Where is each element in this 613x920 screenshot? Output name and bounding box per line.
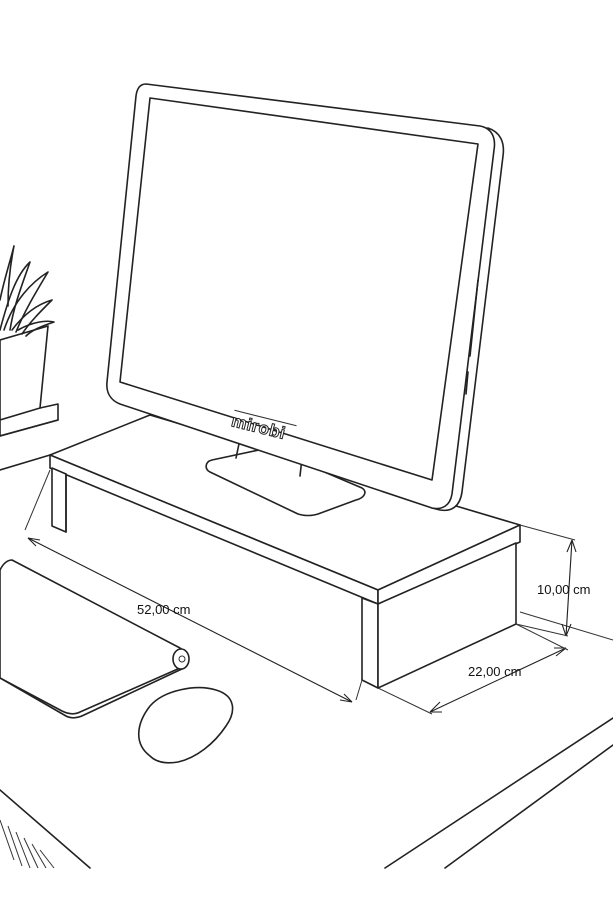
dimension-width-label: 52,00 cm [137,602,190,617]
keyboard [0,559,190,719]
drawer-slats [0,819,55,869]
plant [0,245,59,437]
monitor [106,83,505,517]
dimension-height-label: 10,00 cm [537,582,590,597]
dimension-width [24,469,363,703]
dimension-height [515,524,577,637]
mouse [137,686,234,764]
dimension-depth [377,623,569,715]
dimension-depth-label: 22,00 cm [468,664,521,679]
